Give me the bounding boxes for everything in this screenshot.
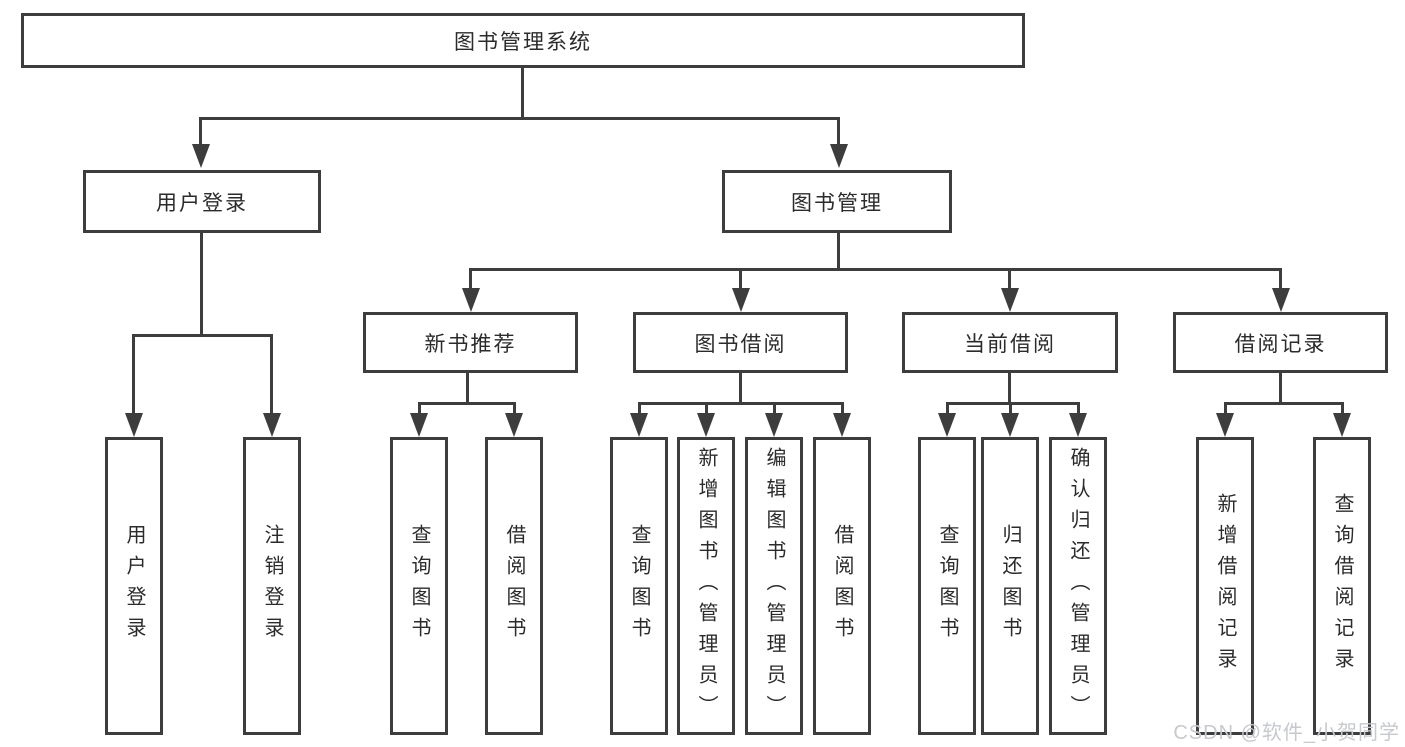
csdn-watermark: CSDN @软件_小贺同学 — [1173, 722, 1400, 744]
arrow-down-icon — [125, 413, 143, 437]
arrow-down-icon — [833, 413, 851, 437]
arrow-down-icon — [462, 288, 480, 312]
connector-line — [1224, 402, 1227, 415]
connector-line — [947, 402, 1079, 405]
connector-line — [132, 334, 135, 415]
node-book-management: 图书管理 — [722, 170, 952, 233]
connector-line — [638, 402, 641, 415]
connector-line — [841, 402, 844, 415]
arrow-down-icon — [1272, 288, 1290, 312]
arrow-down-icon — [697, 413, 715, 437]
connector-line — [419, 402, 515, 405]
node-library-management-system: 图书管理系统 — [21, 13, 1025, 68]
arrow-down-icon — [1001, 288, 1019, 312]
connector-line — [199, 117, 202, 145]
arrow-down-icon — [938, 413, 956, 437]
leaf-borrow-books: 借阅图书 — [813, 437, 871, 735]
connector-line — [200, 233, 203, 336]
connector-line — [1341, 402, 1344, 415]
leaf-query-books-recommend: 查询图书 — [390, 437, 448, 735]
connector-line — [837, 117, 840, 145]
connector-line — [1279, 268, 1282, 290]
arrow-down-icon — [1001, 413, 1019, 437]
arrow-down-icon — [263, 413, 281, 437]
connector-line — [1008, 373, 1011, 404]
leaf-query-books-current: 查询图书 — [918, 437, 976, 735]
connector-line — [418, 402, 421, 415]
node-book-borrow: 图书借阅 — [633, 312, 848, 373]
arrow-down-icon — [1333, 413, 1351, 437]
connector-line — [469, 268, 472, 290]
leaf-add-books-admin: 新增图书（管理员） — [677, 437, 735, 735]
connector-line — [1279, 373, 1282, 404]
arrow-down-icon — [765, 413, 783, 437]
connector-line — [200, 117, 839, 120]
arrow-down-icon — [1216, 413, 1234, 437]
node-user-login: 用户登录 — [83, 170, 321, 233]
connector-line — [1009, 402, 1012, 415]
arrow-down-icon — [830, 144, 848, 168]
connector-line — [470, 268, 1281, 271]
connector-line — [1077, 402, 1080, 415]
node-current-borrow: 当前借阅 — [902, 312, 1118, 373]
arrow-down-icon — [410, 413, 428, 437]
leaf-confirm-return-admin: 确认归还（管理员） — [1049, 437, 1107, 735]
connector-line — [773, 402, 776, 415]
connector-line — [739, 373, 742, 404]
connector-line — [639, 402, 843, 405]
leaf-user-login: 用户登录 — [105, 437, 163, 735]
arrow-down-icon — [630, 413, 648, 437]
arrow-down-icon — [505, 413, 523, 437]
arrow-down-icon — [732, 288, 750, 312]
connector-line — [133, 334, 273, 337]
leaf-edit-books-admin: 编辑图书（管理员） — [745, 437, 803, 735]
leaf-return-books: 归还图书 — [981, 437, 1039, 735]
leaf-query-books-borrow: 查询图书 — [610, 437, 668, 735]
connector-line — [513, 402, 516, 415]
leaf-add-borrow-record: 新增借阅记录 — [1196, 437, 1254, 735]
connector-line — [1225, 402, 1343, 405]
connector-line — [1008, 268, 1011, 290]
connector-line — [466, 373, 469, 404]
arrow-down-icon — [1069, 413, 1087, 437]
connector-line — [705, 402, 708, 415]
connector-line — [837, 233, 840, 270]
node-new-book-recommend: 新书推荐 — [363, 312, 578, 373]
leaf-borrow-books-recommend: 借阅图书 — [485, 437, 543, 735]
connector-line — [739, 268, 742, 290]
node-borrow-record: 借阅记录 — [1173, 312, 1388, 373]
arrow-down-icon — [192, 144, 210, 168]
leaf-logout-login: 注销登录 — [243, 437, 301, 735]
connector-line — [946, 402, 949, 415]
connector-line — [270, 334, 273, 415]
leaf-query-borrow-record: 查询借阅记录 — [1313, 437, 1371, 735]
connector-line — [521, 68, 524, 118]
